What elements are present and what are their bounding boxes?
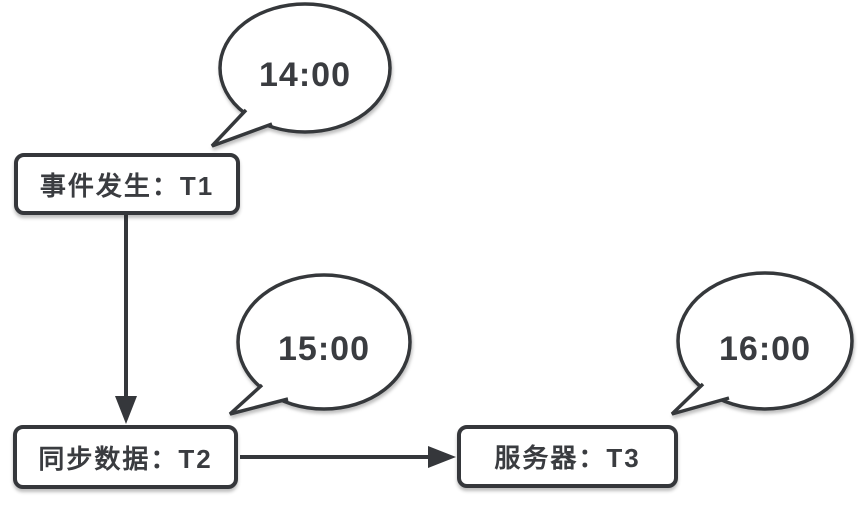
arrow-event-to-sync (115, 213, 137, 424)
node-event: 事件发生：T1 (14, 153, 240, 215)
node-sync: 同步数据：T2 (13, 425, 238, 489)
bubble-time-3: 16:00 (719, 330, 811, 368)
bubble-time-1: 14:00 (259, 56, 351, 94)
bubble-time-2: 15:00 (278, 330, 370, 368)
speech-bubble-1 (210, 2, 392, 148)
node-server-label: 服务器：T3 (494, 443, 641, 473)
speech-bubble-3 (670, 271, 854, 416)
node-event-label: 事件发生：T1 (39, 170, 215, 201)
arrowhead-right-icon (428, 446, 456, 468)
arrow-sync-to-server (240, 446, 456, 468)
arrowhead-down-icon (115, 396, 137, 424)
node-server: 服务器：T3 (457, 425, 678, 488)
speech-bubble-2 (228, 273, 412, 416)
node-sync-label: 同步数据：T2 (38, 443, 213, 474)
